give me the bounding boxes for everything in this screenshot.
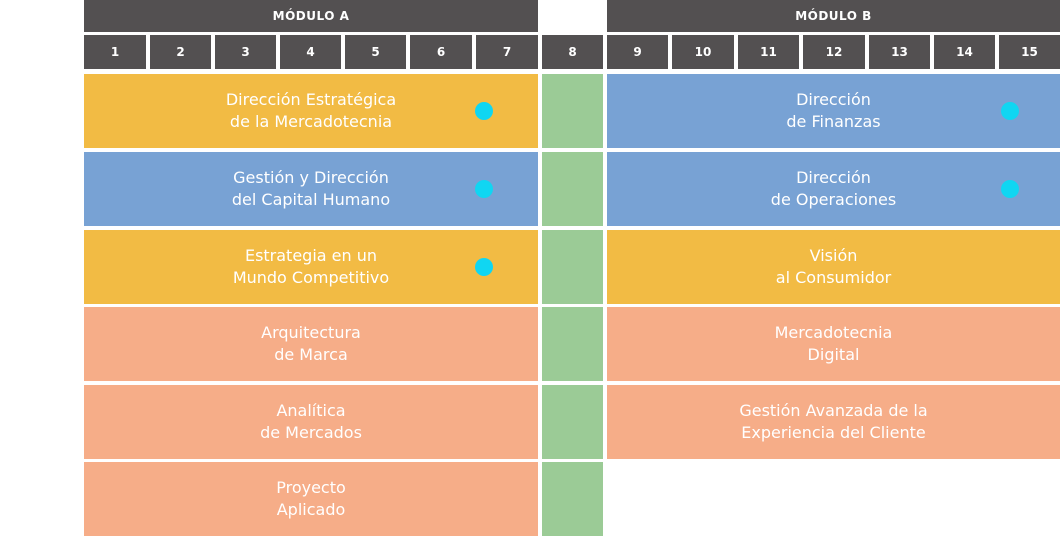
course-block: Analítica de Mercados xyxy=(84,385,538,459)
course-block: Arquitectura de Marca xyxy=(84,307,538,381)
course-block: Dirección de Operaciones xyxy=(607,152,1060,226)
week-cell: 10 xyxy=(672,35,734,69)
online-dot-icon xyxy=(1001,102,1019,120)
week-cell: 11 xyxy=(738,35,799,69)
course-label: Dirección Estratégica de la Mercadotecni… xyxy=(225,90,397,131)
course-label: Dirección de Finanzas xyxy=(786,90,881,131)
course-block: Visión al Consumidor xyxy=(607,230,1060,304)
week-cell: 9 xyxy=(607,35,668,69)
course-label: Visión al Consumidor xyxy=(775,246,892,287)
week-8-block xyxy=(542,462,603,536)
week-cell: 4 xyxy=(280,35,341,69)
online-dot-icon xyxy=(1001,180,1019,198)
course-block: Proyecto Aplicado xyxy=(84,462,538,536)
course-block: Gestión y Dirección del Capital Humano xyxy=(84,152,538,226)
course-block: Mercadotecnia Digital xyxy=(607,307,1060,381)
week-cell: 6 xyxy=(410,35,472,69)
week-8-block xyxy=(542,152,603,226)
course-label: Dirección de Operaciones xyxy=(770,168,897,209)
module-b-title: MÓDULO B xyxy=(795,9,872,23)
online-dot-icon xyxy=(475,180,493,198)
week-8-block xyxy=(542,230,603,304)
online-dot-icon xyxy=(475,258,493,276)
week-cell: 13 xyxy=(869,35,930,69)
week-cell: 12 xyxy=(803,35,865,69)
online-dot-icon xyxy=(475,102,493,120)
week-cell: 3 xyxy=(215,35,276,69)
module-a-header: MÓDULO A xyxy=(84,0,538,32)
week-cell: 2 xyxy=(150,35,211,69)
course-label: Gestión Avanzada de la Experiencia del C… xyxy=(739,401,928,442)
course-block: Dirección de Finanzas xyxy=(607,74,1060,148)
week-cell: 15 xyxy=(999,35,1060,69)
week-cell: 5 xyxy=(345,35,406,69)
week-number-row: 1 2 3 4 5 6 7 8 9 10 11 12 13 14 15 xyxy=(0,35,1060,69)
week-cell: 14 xyxy=(934,35,995,69)
module-a-title: MÓDULO A xyxy=(272,9,350,23)
week-cell: 1 xyxy=(84,35,146,69)
course-block: Dirección Estratégica de la Mercadotecni… xyxy=(84,74,538,148)
course-label: Analítica de Mercados xyxy=(260,401,362,442)
week-cell: 7 xyxy=(476,35,538,69)
course-label: Proyecto Aplicado xyxy=(276,478,346,519)
course-block: Gestión Avanzada de la Experiencia del C… xyxy=(607,385,1060,459)
week-8-block xyxy=(542,307,603,381)
course-block: Estrategia en un Mundo Competitivo xyxy=(84,230,538,304)
course-label: Mercadotecnia Digital xyxy=(774,323,893,364)
course-label: Estrategia en un Mundo Competitivo xyxy=(232,246,390,287)
week-8-block xyxy=(542,74,603,148)
module-b-header: MÓDULO B xyxy=(607,0,1060,32)
week-cell: 8 xyxy=(542,35,603,69)
course-label: Gestión y Dirección del Capital Humano xyxy=(231,168,391,209)
week-8-block xyxy=(542,385,603,459)
course-label: Arquitectura de Marca xyxy=(261,323,361,364)
